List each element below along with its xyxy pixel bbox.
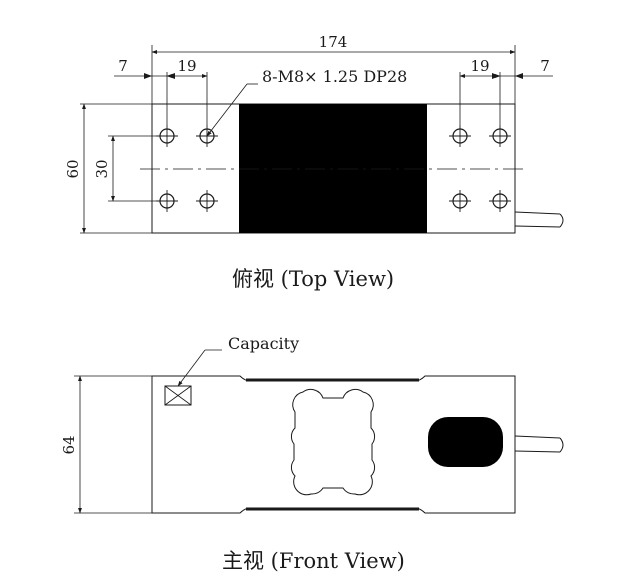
front-view-caption: 主视 (Front View): [222, 549, 405, 573]
hole-icon: [448, 189, 472, 213]
binocular-hole: [290, 388, 376, 496]
dim-edge-right: 7: [540, 57, 550, 75]
hole-icon: [155, 124, 179, 148]
hole-icon: [488, 189, 512, 213]
dim-pitch-left: 19: [177, 57, 196, 75]
hole-icon: [488, 124, 512, 148]
dim-edge-left: 7: [118, 57, 128, 75]
dim-height: 64: [60, 435, 78, 454]
dim-pitch-right: 19: [470, 57, 489, 75]
capacity-label: Capacity: [228, 334, 299, 353]
top-view: 174 7 19 19 7 8-M8× 1.25 DP28 60 30 俯视 (: [64, 33, 564, 291]
dim-hole-spacing: 30: [93, 159, 111, 178]
capacity-marker-icon: [164, 385, 192, 406]
hole-icon: [195, 189, 219, 213]
front-view: Capacity 64 主视 (Front View): [60, 334, 564, 573]
cable-gland: [428, 417, 503, 467]
dim-overall-length: 174: [319, 33, 348, 51]
hole-icon: [155, 189, 179, 213]
hole-callout: 8-M8× 1.25 DP28: [262, 67, 407, 86]
top-view-cable: [514, 211, 564, 228]
front-view-cable: [514, 435, 564, 453]
hole-icon: [448, 124, 472, 148]
dim-width: 60: [64, 159, 82, 178]
top-view-gauge-pad: [239, 104, 427, 233]
top-view-caption: 俯视 (Top View): [232, 267, 394, 291]
